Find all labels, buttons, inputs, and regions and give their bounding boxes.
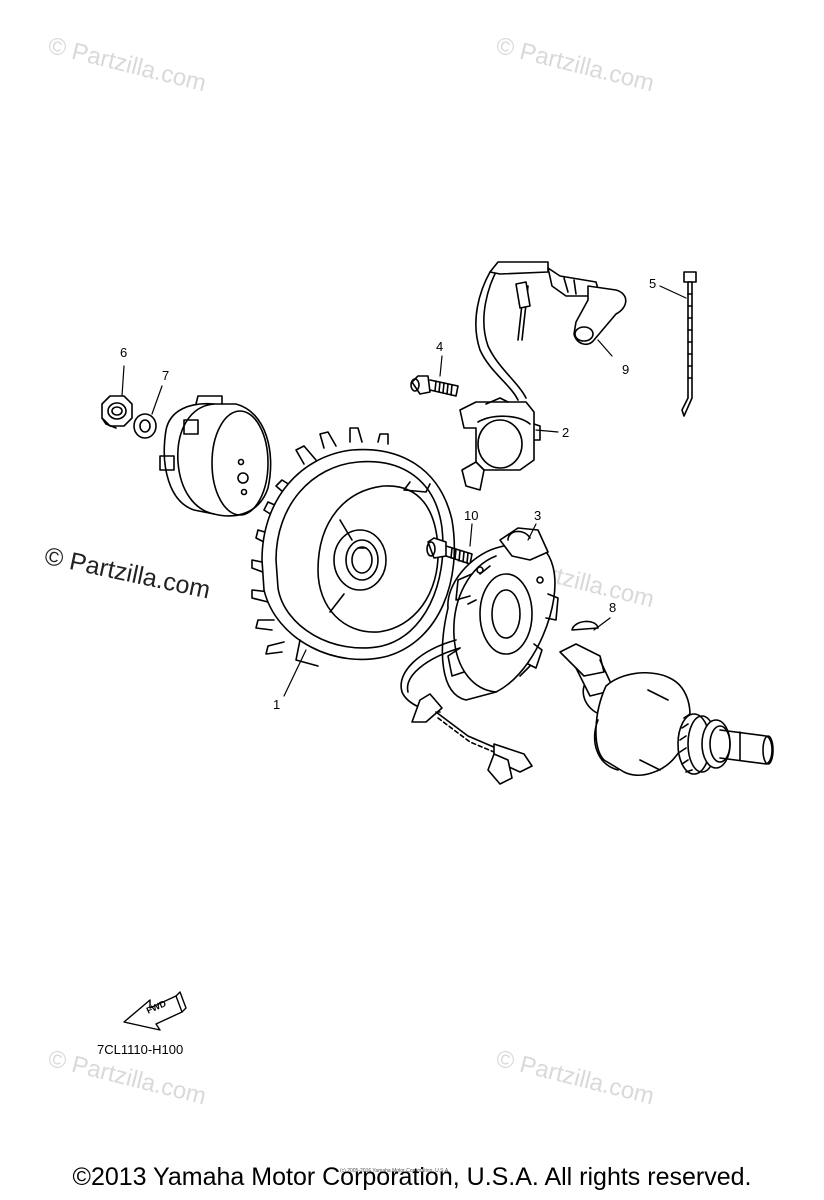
part-8-key (571, 620, 599, 631)
leader-lines (121, 285, 687, 697)
callout-6: 6 (120, 345, 128, 360)
part-2-ignition-coil (459, 261, 549, 491)
part-9-plug-cap (547, 267, 627, 346)
part-1-flywheel (251, 427, 456, 667)
callout-9: 9 (622, 362, 630, 377)
part-5-cable-tie (681, 271, 697, 417)
callout-1: 1 (273, 697, 281, 712)
callout-3: 3 (534, 508, 542, 523)
callout-7: 7 (162, 368, 170, 383)
callout-4: 4 (436, 339, 444, 354)
crankshaft (559, 643, 774, 776)
fwd-arrow-icon (123, 991, 187, 1031)
diagram-code: 7CL1110-H100 (97, 1042, 184, 1057)
part-3-stator (400, 527, 559, 785)
footer-copyright: ©2013 Yamaha Motor Corporation, U.S.A. A… (72, 1163, 752, 1191)
part-10-bolt (426, 537, 473, 565)
callout-8: 8 (609, 600, 617, 615)
callout-2: 2 (562, 425, 570, 440)
callout-5: 5 (649, 276, 657, 291)
tiny-copyright: (c) 2005-2016 Yamaha Motor Corporation, … (340, 1168, 450, 1174)
part-6-nut (101, 395, 133, 429)
part-7-washer (133, 413, 157, 439)
callout-10: 10 (464, 508, 479, 523)
starter-cup (159, 395, 272, 517)
part-4-bolt (410, 375, 459, 397)
